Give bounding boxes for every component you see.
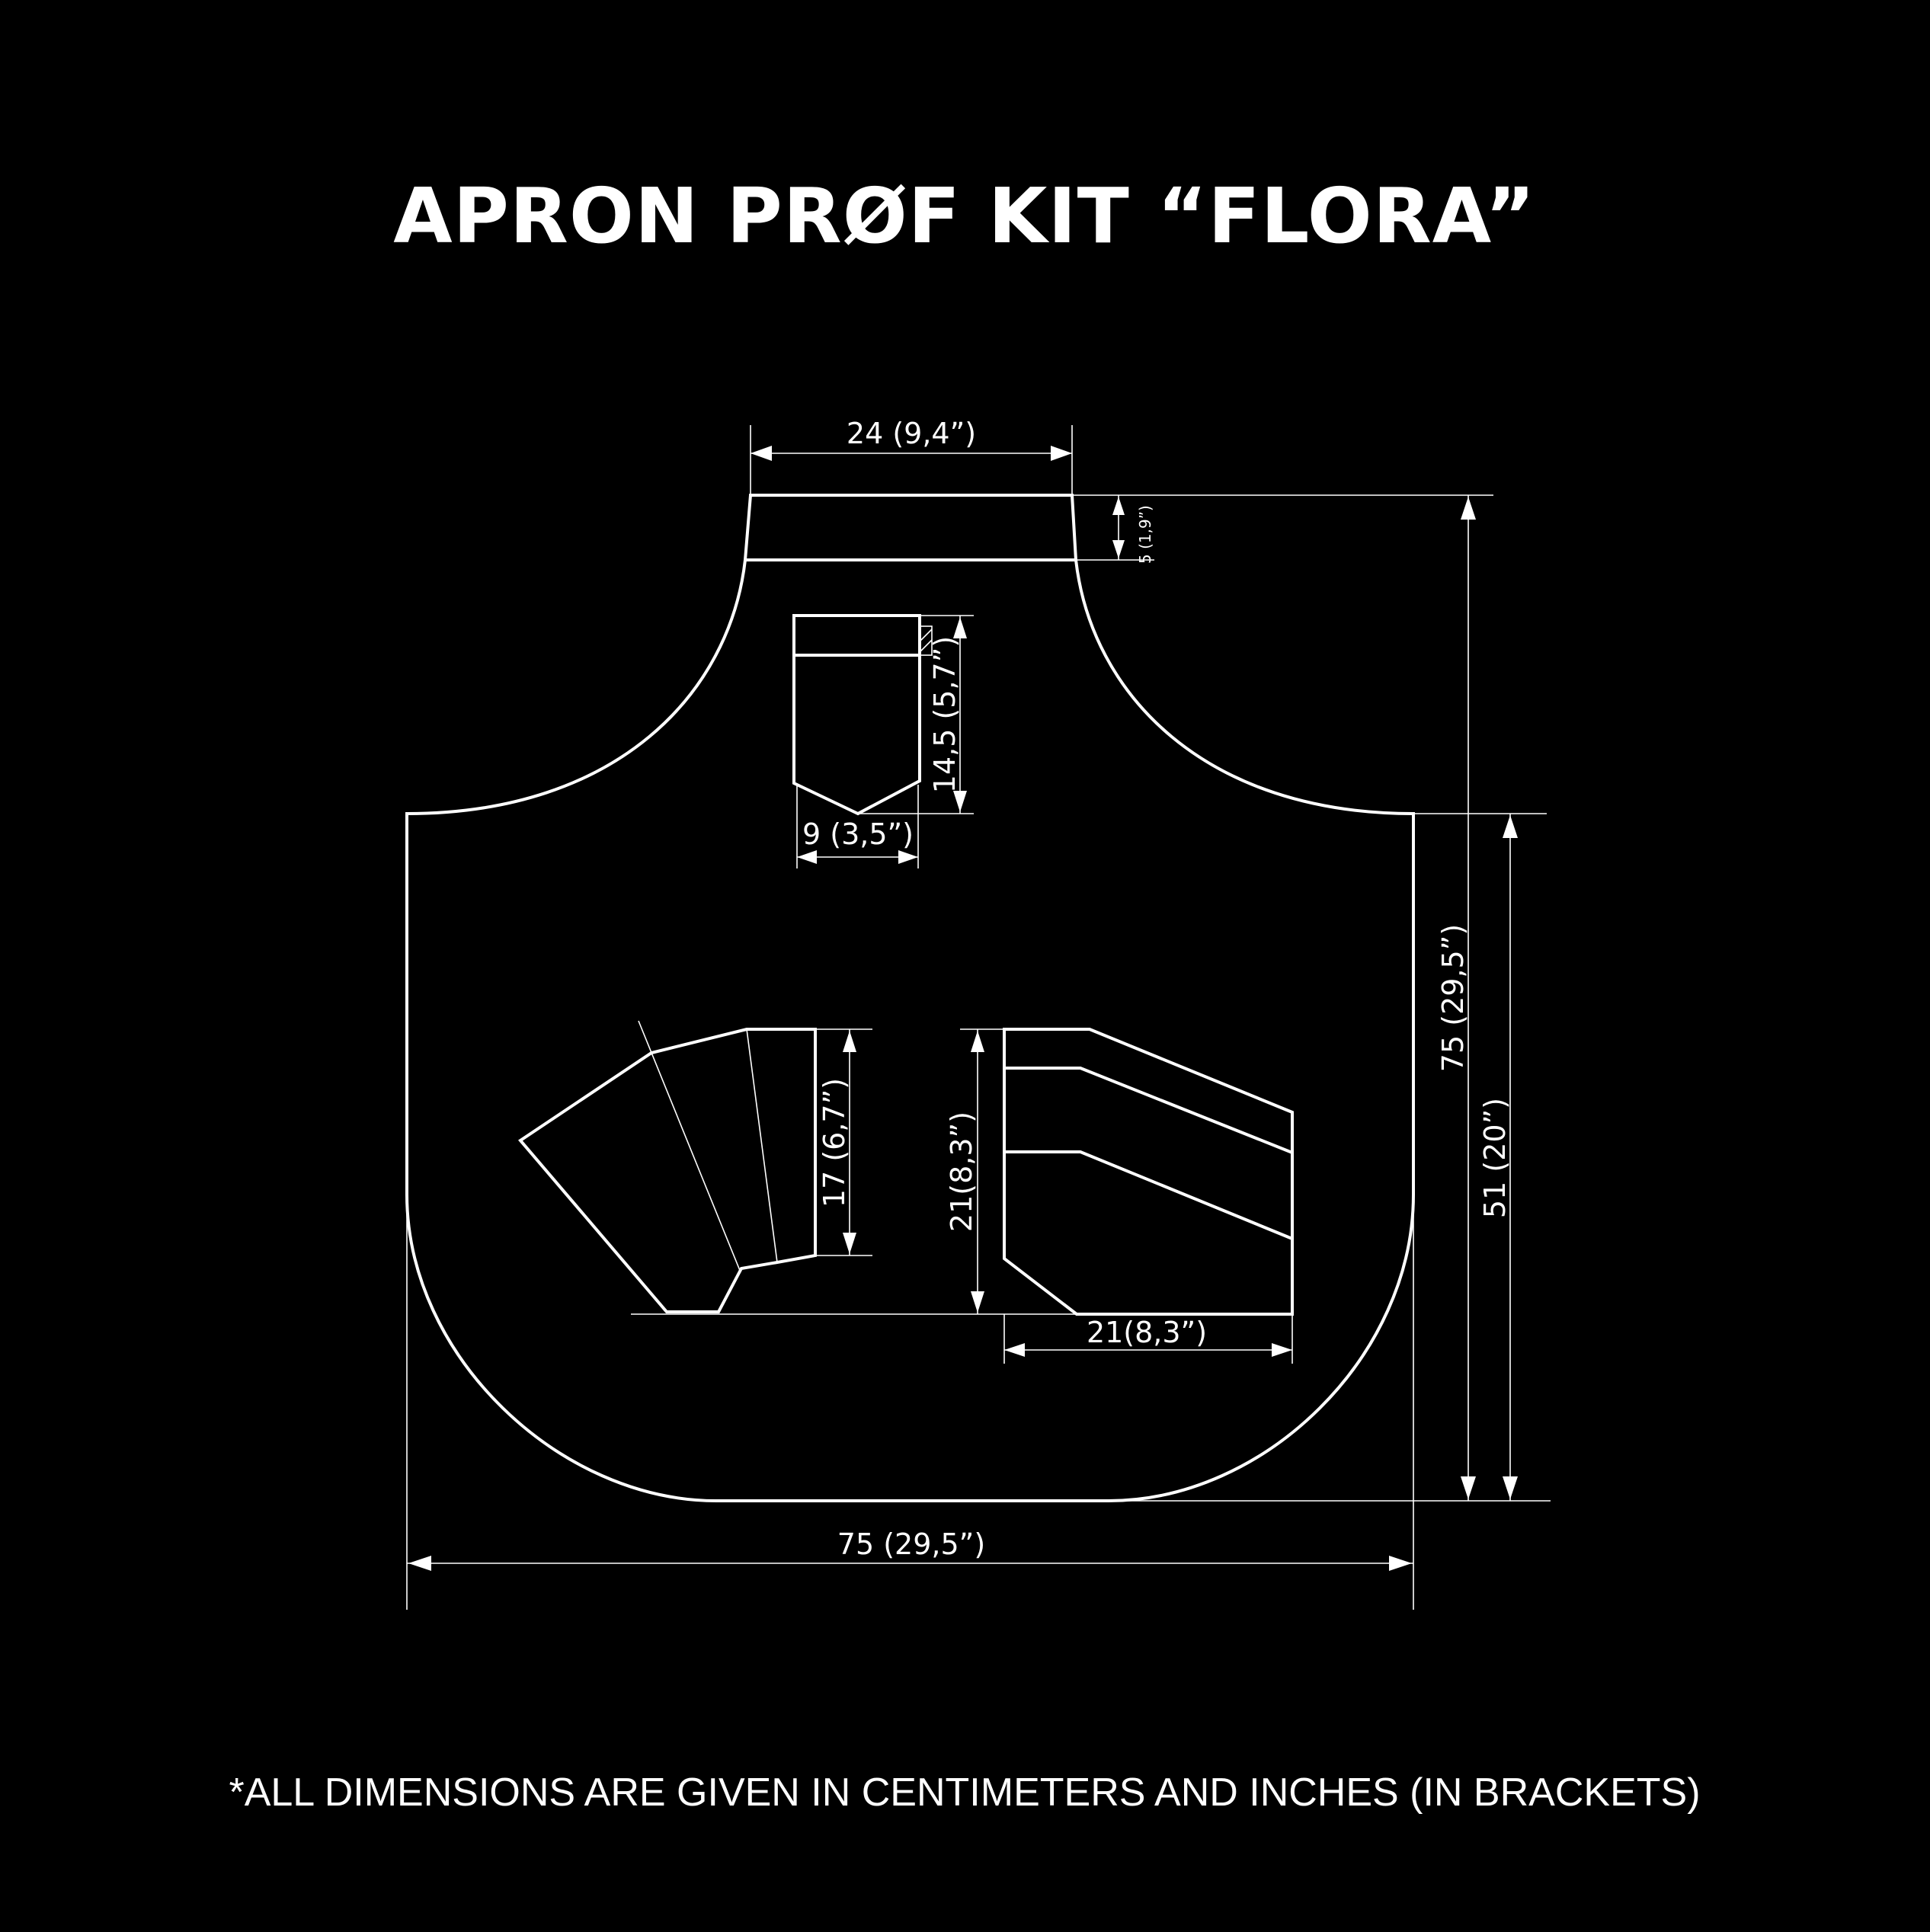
dim-label-chest-pocket-width: 9 (3,5”) xyxy=(802,817,914,851)
dim-label-right-pocket-height: 21(8,3”) xyxy=(945,1112,978,1232)
dim-label-chest-pocket-height: 14,5 (5,7”) xyxy=(928,636,962,793)
dimension-left-pocket-height: 17 (6,7”) xyxy=(815,1028,872,1256)
left-pocket-outline xyxy=(518,1028,817,1313)
dimension-neck-width: 24 (9,4”) xyxy=(750,417,1073,495)
dim-label-lower-height: 51 (20”) xyxy=(1478,1098,1512,1218)
dimension-chest-pocket-height: 14,5 (5,7”) xyxy=(858,615,974,814)
dimension-right-pocket-height: 21(8,3”) xyxy=(945,1028,1004,1314)
right-pocket-layer-2 xyxy=(1004,1150,1293,1240)
dim-label-neck-band-height: 5 (1,9”) xyxy=(1136,505,1154,564)
left-pocket-fold-1 xyxy=(638,1020,741,1273)
dimensions-footnote: *ALL DIMENSIONS ARE GIVEN IN CENTIMETERS… xyxy=(229,1770,1700,1815)
dimension-right-pocket-width: 21(8,3”) xyxy=(1003,1314,1293,1364)
right-pocket-layer-1 xyxy=(1004,1067,1293,1154)
dimension-total-width: 75 (29,5”) xyxy=(406,1195,1414,1610)
dim-label-left-pocket-height: 17 (6,7”) xyxy=(818,1078,851,1208)
tag-hatch-1 xyxy=(919,629,933,642)
dim-label-total-height: 75 (29,5”) xyxy=(1436,924,1470,1072)
right-pocket-outline xyxy=(1003,1028,1294,1316)
dim-label-right-pocket-width: 21(8,3”) xyxy=(1087,1316,1207,1349)
dimension-neck-band-height: 5 (1,9”) xyxy=(1072,494,1493,564)
dimension-chest-pocket-width: 9 (3,5”) xyxy=(796,785,919,868)
left-pocket-fold-2 xyxy=(746,1028,778,1263)
page-title: APRON PRØF KIT “FLORA” xyxy=(393,171,1536,261)
tag-hatch-2 xyxy=(919,639,933,653)
dim-label-neck-width: 24 (9,4”) xyxy=(847,417,976,450)
chest-pocket-outline xyxy=(792,614,921,816)
dimension-lower-height: 51 (20”) xyxy=(1413,813,1547,1501)
dimension-total-height: 75 (29,5”) xyxy=(1109,495,1551,1502)
dim-label-total-width: 75 (29,5”) xyxy=(837,1527,985,1561)
